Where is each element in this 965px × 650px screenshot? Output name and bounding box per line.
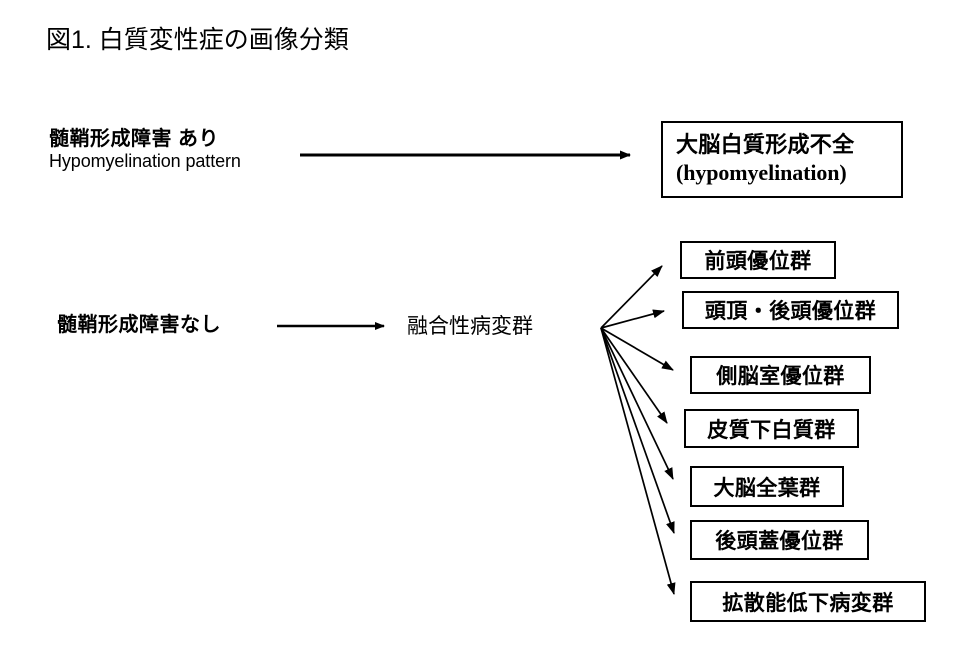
branch-label-hypomyelination-en: Hypomyelination pattern: [49, 151, 241, 172]
pattern-box-restricted-diffusion: 拡散能低下病変群: [690, 581, 926, 622]
branch-label-hypomyelination-jp: 髄鞘形成障害 あり: [49, 128, 220, 150]
branch-label-hypomyelination: 髄鞘形成障害 あり Hypomyelination pattern: [49, 127, 241, 173]
pattern-box-periventricular-predominant: 側脳室優位群: [690, 356, 871, 394]
pattern-box-diffuse-cerebral: 大脳全葉群: [690, 466, 844, 507]
outcome-box-line-en: (hypomyelination): [676, 160, 847, 186]
branch-label-no-hypomyelination-jp: 髄鞘形成障害なし: [57, 314, 221, 336]
pattern-box-subcortical-white-matter: 皮質下白質群: [684, 409, 859, 448]
intermediate-node-confluent-lesions: 融合性病変群: [407, 315, 533, 338]
outcome-box-hypomyelination: 大脳白質形成不全 (hypomyelination): [661, 121, 903, 198]
figure-title: 図1. 白質変性症の画像分類: [46, 26, 349, 54]
pattern-box-parietal-occipital-predominant: 頭頂・後頭優位群: [682, 291, 899, 329]
pattern-box-frontal-predominant: 前頭優位群: [680, 241, 836, 279]
outcome-box-line-jp: 大脳白質形成不全: [676, 132, 855, 157]
arrow-fan-node-to-patterns: [600, 265, 676, 595]
pattern-box-posterior-fossa-predominant: 後頭蓋優位群: [690, 520, 869, 560]
branch-label-no-hypomyelination: 髄鞘形成障害なし: [57, 313, 221, 337]
